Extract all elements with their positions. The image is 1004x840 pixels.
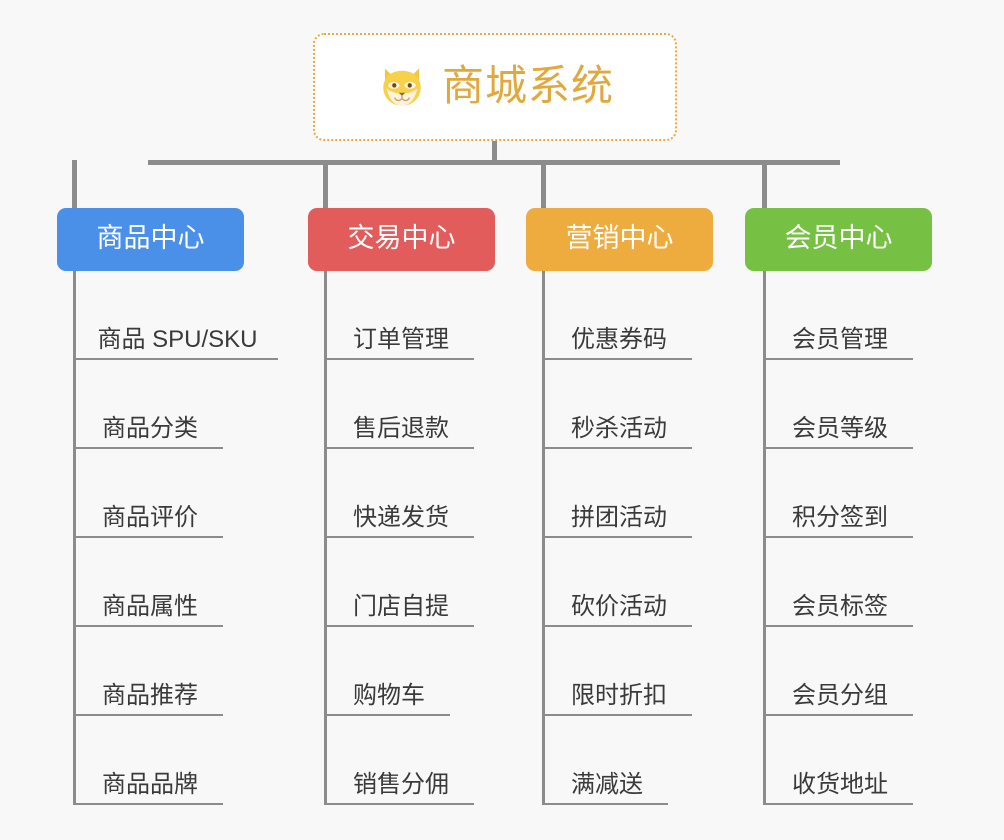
leaf-label: 满减送 [571, 771, 643, 799]
leaf-label: 砍价活动 [571, 593, 667, 621]
leaf-item[interactable]: 满减送 [542, 716, 668, 805]
leaf-label: 商品分类 [102, 415, 198, 443]
leaf-label: 购物车 [353, 682, 425, 710]
leaf-label: 售后退款 [353, 415, 449, 443]
category-box-1[interactable]: 交易中心 [308, 208, 495, 271]
leaf-item[interactable]: 商品 SPU/SKU [73, 271, 278, 360]
connector-drop-2 [541, 160, 546, 208]
leaf-item[interactable]: 会员标签 [763, 538, 913, 627]
leaf-item[interactable]: 商品评价 [73, 449, 223, 538]
leaf-spine [542, 271, 545, 805]
leaf-item[interactable]: 会员管理 [763, 271, 913, 360]
leaf-label: 会员等级 [792, 415, 888, 443]
category-label: 营销中心 [565, 223, 674, 253]
category-box-2[interactable]: 营销中心 [526, 208, 713, 271]
leaf-item[interactable]: 快递发货 [324, 449, 474, 538]
leaf-item[interactable]: 优惠券码 [542, 271, 692, 360]
leaf-spine [763, 271, 766, 805]
leaf-spine [73, 271, 76, 805]
leaf-label: 积分签到 [792, 504, 888, 532]
leaf-item[interactable]: 门店自提 [324, 538, 474, 627]
leaf-label: 商品推荐 [102, 682, 198, 710]
leaf-item[interactable]: 收货地址 [763, 716, 913, 805]
leaf-label: 订单管理 [353, 326, 449, 354]
leaf-label: 商品评价 [102, 504, 198, 532]
leaf-spine [324, 271, 327, 805]
leaf-label: 门店自提 [353, 593, 449, 621]
shiba-dog-face-icon [383, 68, 421, 106]
connector-drop-3 [762, 160, 767, 208]
leaf-label: 拼团活动 [571, 504, 667, 532]
category-box-3[interactable]: 会员中心 [745, 208, 932, 271]
leaf-item[interactable]: 商品品牌 [73, 716, 223, 805]
category-box-0[interactable]: 商品中心 [57, 208, 244, 271]
leaf-label: 商品属性 [102, 593, 198, 621]
category-label: 商品中心 [96, 223, 205, 253]
connector-root-stem [492, 141, 497, 164]
leaf-item[interactable]: 销售分佣 [324, 716, 474, 805]
connector-drop-0 [72, 160, 77, 208]
leaf-item[interactable]: 限时折扣 [542, 627, 692, 716]
leaf-label: 会员管理 [792, 326, 888, 354]
connector-drop-1 [323, 160, 328, 208]
leaf-item[interactable]: 商品推荐 [73, 627, 223, 716]
root-title: 商城系统 [441, 62, 614, 109]
category-label: 交易中心 [347, 223, 456, 253]
leaf-item[interactable]: 售后退款 [324, 360, 474, 449]
leaf-item[interactable]: 砍价活动 [542, 538, 692, 627]
leaf-label: 会员标签 [792, 593, 888, 621]
leaf-label: 商品 SPU/SKU [97, 326, 258, 354]
leaf-label: 优惠券码 [571, 326, 667, 354]
leaf-item[interactable]: 秒杀活动 [542, 360, 692, 449]
leaf-item[interactable]: 积分签到 [763, 449, 913, 538]
leaf-label: 销售分佣 [353, 771, 449, 799]
leaf-label: 秒杀活动 [571, 415, 667, 443]
category-label: 会员中心 [784, 223, 893, 253]
leaf-item[interactable]: 会员等级 [763, 360, 913, 449]
leaf-item[interactable]: 拼团活动 [542, 449, 692, 538]
leaf-item[interactable]: 商品属性 [73, 538, 223, 627]
leaf-label: 收货地址 [792, 771, 888, 799]
leaf-item[interactable]: 订单管理 [324, 271, 474, 360]
leaf-label: 会员分组 [792, 682, 888, 710]
leaf-item[interactable]: 购物车 [324, 627, 450, 716]
root-node-mall-system[interactable]: 商城系统 [313, 33, 677, 141]
leaf-label: 限时折扣 [571, 682, 667, 710]
leaf-label: 快递发货 [353, 504, 449, 532]
leaf-item[interactable]: 会员分组 [763, 627, 913, 716]
leaf-label: 商品品牌 [102, 771, 198, 799]
connector-horizontal-bus [148, 160, 840, 165]
leaf-item[interactable]: 商品分类 [73, 360, 223, 449]
